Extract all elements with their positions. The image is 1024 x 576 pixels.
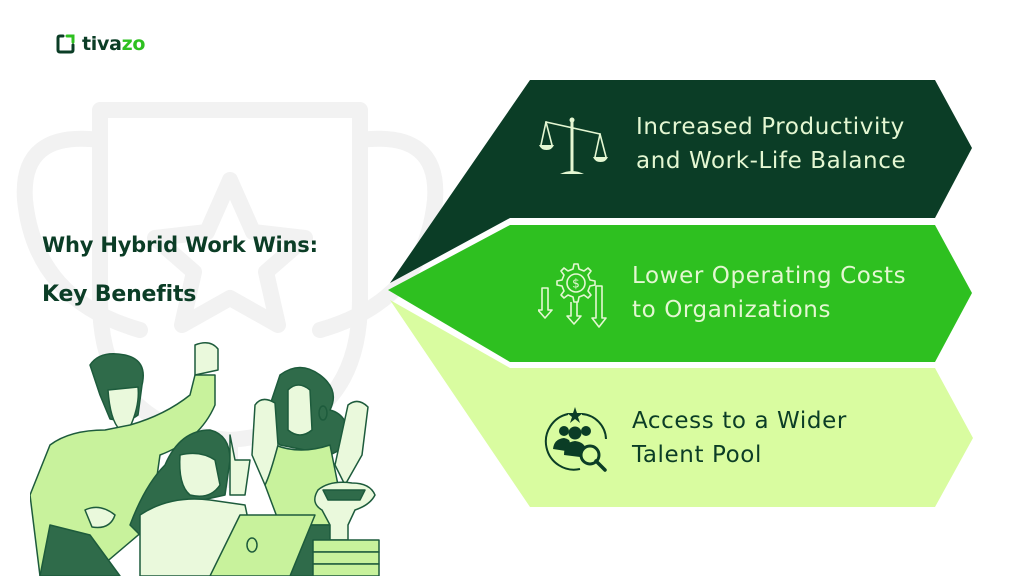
benefit-2-text: Lower Operating Costs to Organizations [632,259,906,327]
title-line-1: Why Hybrid Work Wins: [42,233,318,257]
page-title: Why Hybrid Work Wins: Key Benefits [42,230,318,310]
band-1-shape [390,80,972,283]
title-line-2: Key Benefits [42,282,197,307]
benefit-3-line-2: Talent Pool [632,442,762,468]
logo-mark-icon [56,34,75,54]
scales-balance-icon [539,117,608,174]
band-2-shape [388,225,972,362]
logo-wordmark: tivazo [82,33,145,55]
benefit-2-line-1: Lower Operating Costs [632,263,907,289]
band-3-shape [390,300,973,507]
benefit-1-line-1: Increased Productivity [636,114,905,140]
benefit-3-text: Access to a Wider Talent Pool [632,404,847,472]
benefit-2-line-2: to Organizations [632,297,832,323]
cost-reduction-gear-dollar-icon: $ [538,263,607,328]
svg-text:$: $ [572,277,580,291]
talent-search-people-icon [544,407,607,472]
logo-text-accent: zo [121,33,146,55]
benefit-1-line-2: and Work-Life Balance [636,148,907,174]
brand-logo: tivazo [56,33,145,55]
benefit-3-line-1: Access to a Wider [632,408,847,434]
benefit-1-text: Increased Productivity and Work-Life Bal… [636,110,906,178]
logo-text-primary: tiva [82,33,122,55]
celebrating-team-illustration [30,342,380,576]
